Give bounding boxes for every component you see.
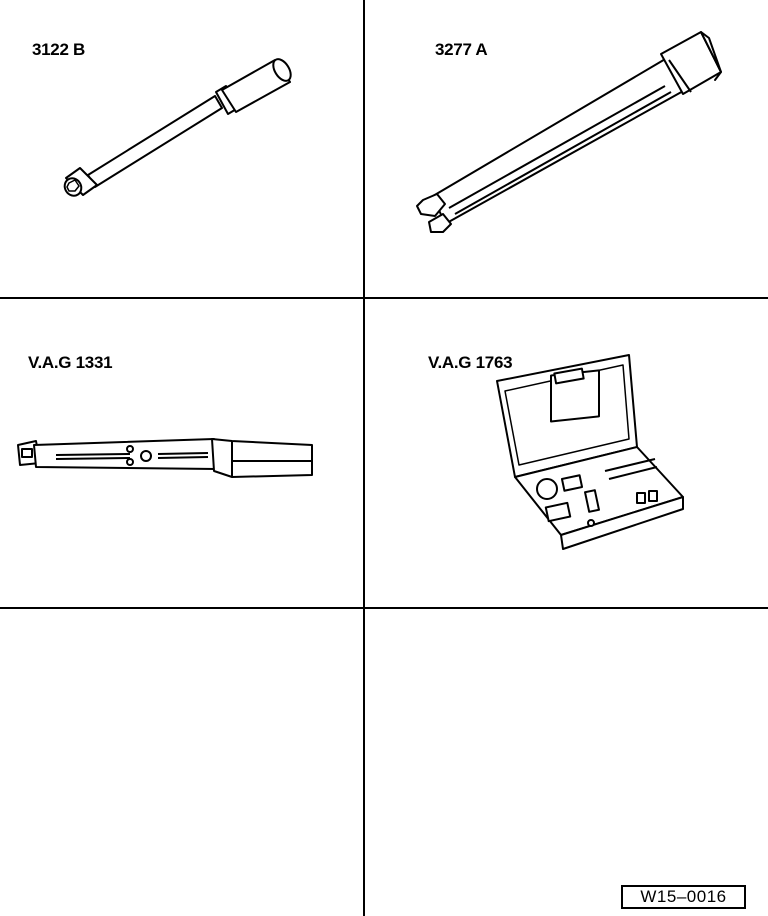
- horizontal-divider-bottom: [0, 607, 768, 609]
- tool-cell-vag1331: V.A.G 1331: [0, 299, 363, 607]
- tool-label: V.A.G 1331: [28, 353, 113, 372]
- tool-label: 3277 A: [435, 40, 488, 59]
- tool-label: V.A.G 1763: [428, 353, 513, 372]
- torque-wrench-icon: [17, 438, 313, 478]
- long-socket-extension-icon: [63, 58, 292, 197]
- horizontal-divider-top: [0, 297, 768, 299]
- tool-cell-3277a: 3277 A: [365, 0, 768, 297]
- vertical-divider: [363, 0, 365, 916]
- slotted-tube-tool-icon: [416, 31, 722, 233]
- tool-case-icon: [496, 354, 684, 550]
- tool-label: 3122 B: [32, 40, 86, 59]
- tool-cell-vag1763: V.A.G 1763: [365, 299, 768, 607]
- tool-cell-3122b: 3122 B: [0, 0, 363, 297]
- figure-reference: W15–0016: [621, 885, 746, 909]
